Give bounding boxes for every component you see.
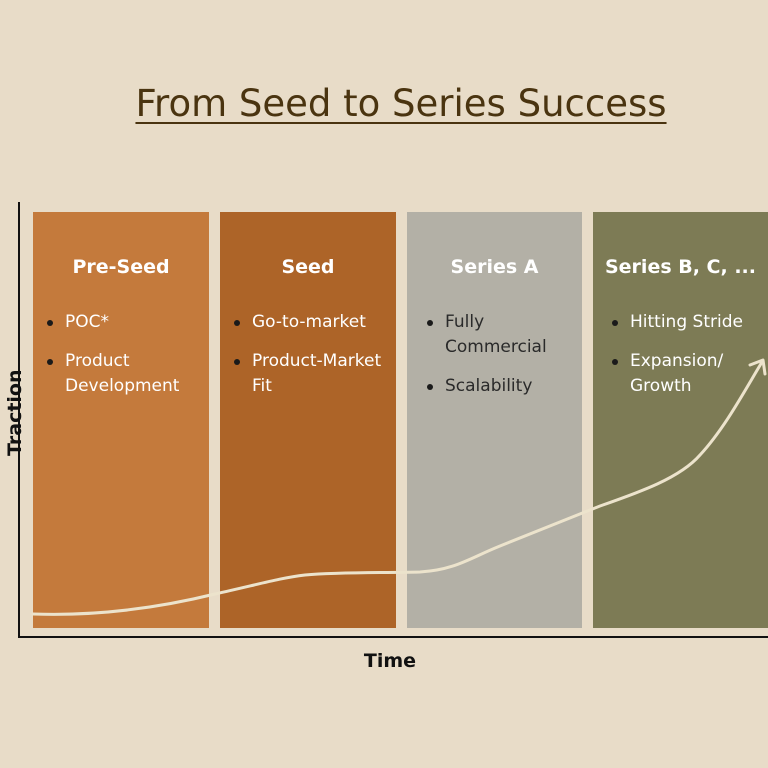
bullet-dot-icon	[234, 320, 240, 326]
stage-bullet: Go-to-market	[234, 310, 396, 335]
stage-title: Series A	[450, 256, 539, 278]
stage-bullet: Expansion/ Growth	[612, 349, 768, 399]
bullet-dot-icon	[427, 384, 433, 390]
x-axis	[18, 636, 768, 638]
bullet-dot-icon	[612, 359, 618, 365]
stage-bullets: Hitting Stride Expansion/ Growth	[612, 310, 768, 413]
stage-title: Series B, C, ...	[604, 256, 756, 278]
bullet-dot-icon	[47, 320, 53, 326]
stage-panel-pre-seed: Pre-Seed POC* Product Development	[33, 212, 209, 628]
stage-bullets: Fully Commercial Scalability	[427, 310, 582, 413]
stage-panel-series-b: Series B, C, ... Hitting Stride Expansio…	[593, 212, 768, 628]
stage-bullet: POC*	[47, 310, 209, 335]
bullet-dot-icon	[427, 320, 433, 326]
stage-bullet: Product Development	[47, 349, 209, 399]
bullet-dot-icon	[612, 320, 618, 326]
stage-title: Seed	[281, 256, 335, 278]
bullet-dot-icon	[234, 359, 240, 365]
stage-panel-series-a: Series A Fully Commercial Scalability	[407, 212, 582, 628]
stage-title: Pre-Seed	[72, 256, 170, 278]
stage-panel-seed: Seed Go-to-market Product-Market Fit	[220, 212, 396, 628]
bullet-dot-icon	[47, 359, 53, 365]
y-axis	[18, 202, 20, 638]
x-axis-label: Time	[363, 650, 417, 672]
page-title: From Seed to Series Success	[135, 82, 667, 125]
stage-bullets: POC* Product Development	[47, 310, 209, 413]
stage-bullet: Fully Commercial	[427, 310, 582, 360]
stage-bullet: Hitting Stride	[612, 310, 768, 335]
stage-bullets: Go-to-market Product-Market Fit	[234, 310, 396, 413]
stage-bullet: Product-Market Fit	[234, 349, 396, 399]
stage-bullet: Scalability	[427, 374, 582, 399]
y-axis-label: Traction	[4, 369, 26, 456]
